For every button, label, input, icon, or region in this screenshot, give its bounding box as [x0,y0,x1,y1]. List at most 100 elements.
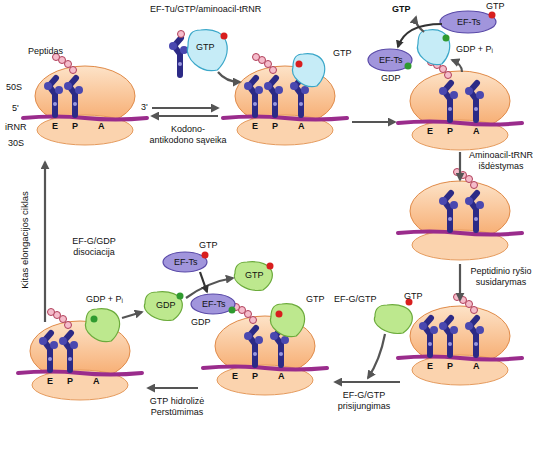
site-letter: E [427,126,433,137]
gdp-dot [443,35,450,42]
release-arrow [122,312,142,318]
gdp-dot [405,63,412,70]
ef-ts-protein [440,11,496,33]
ribosome [398,59,522,151]
trna [465,318,484,355]
gtp-dot [267,263,274,270]
label-text: EF-Ts [379,55,403,66]
gtp-dot [221,33,228,40]
ef-ts-protein [163,252,207,272]
gdp-dot [91,316,98,323]
site-letter: P [272,121,278,132]
mrna-strand [203,367,327,370]
label-text: GTP [392,4,411,15]
step-arrow [152,107,218,109]
label-text: GDP + Pᵢ [86,294,123,305]
exchange-arrow [416,17,424,32]
site-letter: E [427,361,433,372]
label-text: GTP [306,294,325,305]
site-letter: A [278,371,285,382]
peptide-chain [454,169,478,189]
ef-g-protein [374,305,412,334]
step-arrow [352,121,395,123]
label-text: GTP [486,1,505,12]
exchange-arrow [186,278,233,298]
binding-arrow [368,334,385,378]
step-arrow [459,264,461,300]
site-letter: A [298,121,305,132]
ef-g-protein [85,309,119,342]
trna [39,333,58,370]
ribosome [23,54,147,146]
mrna-strand [398,232,522,235]
amino-acid [178,31,185,38]
label-text: EF-G/GDP disociacija [52,236,136,258]
label-text: EF-G/GTP prisijungimas [318,390,410,412]
ribosome [203,304,327,396]
ribosome [398,294,522,386]
step-arrow [459,152,461,180]
peptide-chain [253,54,277,74]
trna [465,193,484,230]
label-text: Peptidinio ryšio susidarymas [465,266,537,288]
site-letter: P [252,371,258,382]
peptide-chain [454,294,478,314]
mrna-strand [18,372,142,375]
label-text: EF-G/GTP [334,294,377,305]
exchange-arrow [398,24,442,47]
trna [244,78,263,115]
site-letter: A [98,121,105,132]
label-text: EF-Ts [202,299,226,310]
site-letter: P [447,361,453,372]
trna [244,328,263,365]
ef-ts-protein [368,49,412,71]
label-text: GTP [333,48,352,59]
gtp-dot [276,311,283,318]
trna [44,78,63,115]
binding-arrow [218,72,240,82]
label-text: GDP [156,300,176,311]
label-text: GTP [199,240,218,251]
trna [419,318,438,355]
ef-tu-protein [292,54,324,87]
site-letter: E [52,121,58,132]
trna [59,333,78,370]
trna [439,318,458,355]
label-text: GDP + Pᵢ [456,44,493,55]
label-text: GTP hidrolizė Perstūmimas [133,396,221,418]
gdp-dot [177,293,184,300]
gtp-dot [489,12,496,19]
site-letter: E [232,371,238,382]
label-text: GDP [381,73,401,84]
peptide-chain [48,309,72,329]
label-text: 5' [12,103,19,114]
trna [64,78,83,115]
step-arrow [148,387,198,389]
trna [439,83,458,120]
label-text: iRNR [5,122,27,133]
peptide-chain [53,54,77,74]
site-letter: E [252,121,258,132]
ef-tu-protein [417,30,449,65]
label-text: GTP [196,42,215,53]
ef-tu-protein [187,30,227,71]
label-text: 3' [141,102,148,113]
trna [465,83,484,120]
release-arrow [452,60,462,72]
peptide-chain [233,304,257,324]
site-letter: E [47,376,53,387]
site-letter: A [93,376,100,387]
gtp-dot [296,61,303,68]
site-letter: A [473,361,480,372]
label-text: 30S [8,138,24,149]
site-letter: P [67,376,73,387]
cycle-arrow [44,162,46,322]
label-text: Aminoacil-tRNR išdėstymas [465,150,537,172]
label-text: EF-Ts [174,257,198,268]
mrna-strand [223,117,347,120]
ribosome [18,309,142,401]
trna [169,38,188,75]
label-text: Peptidas [28,46,63,57]
label-text: Kodono-antikodono sąveika [149,124,227,146]
